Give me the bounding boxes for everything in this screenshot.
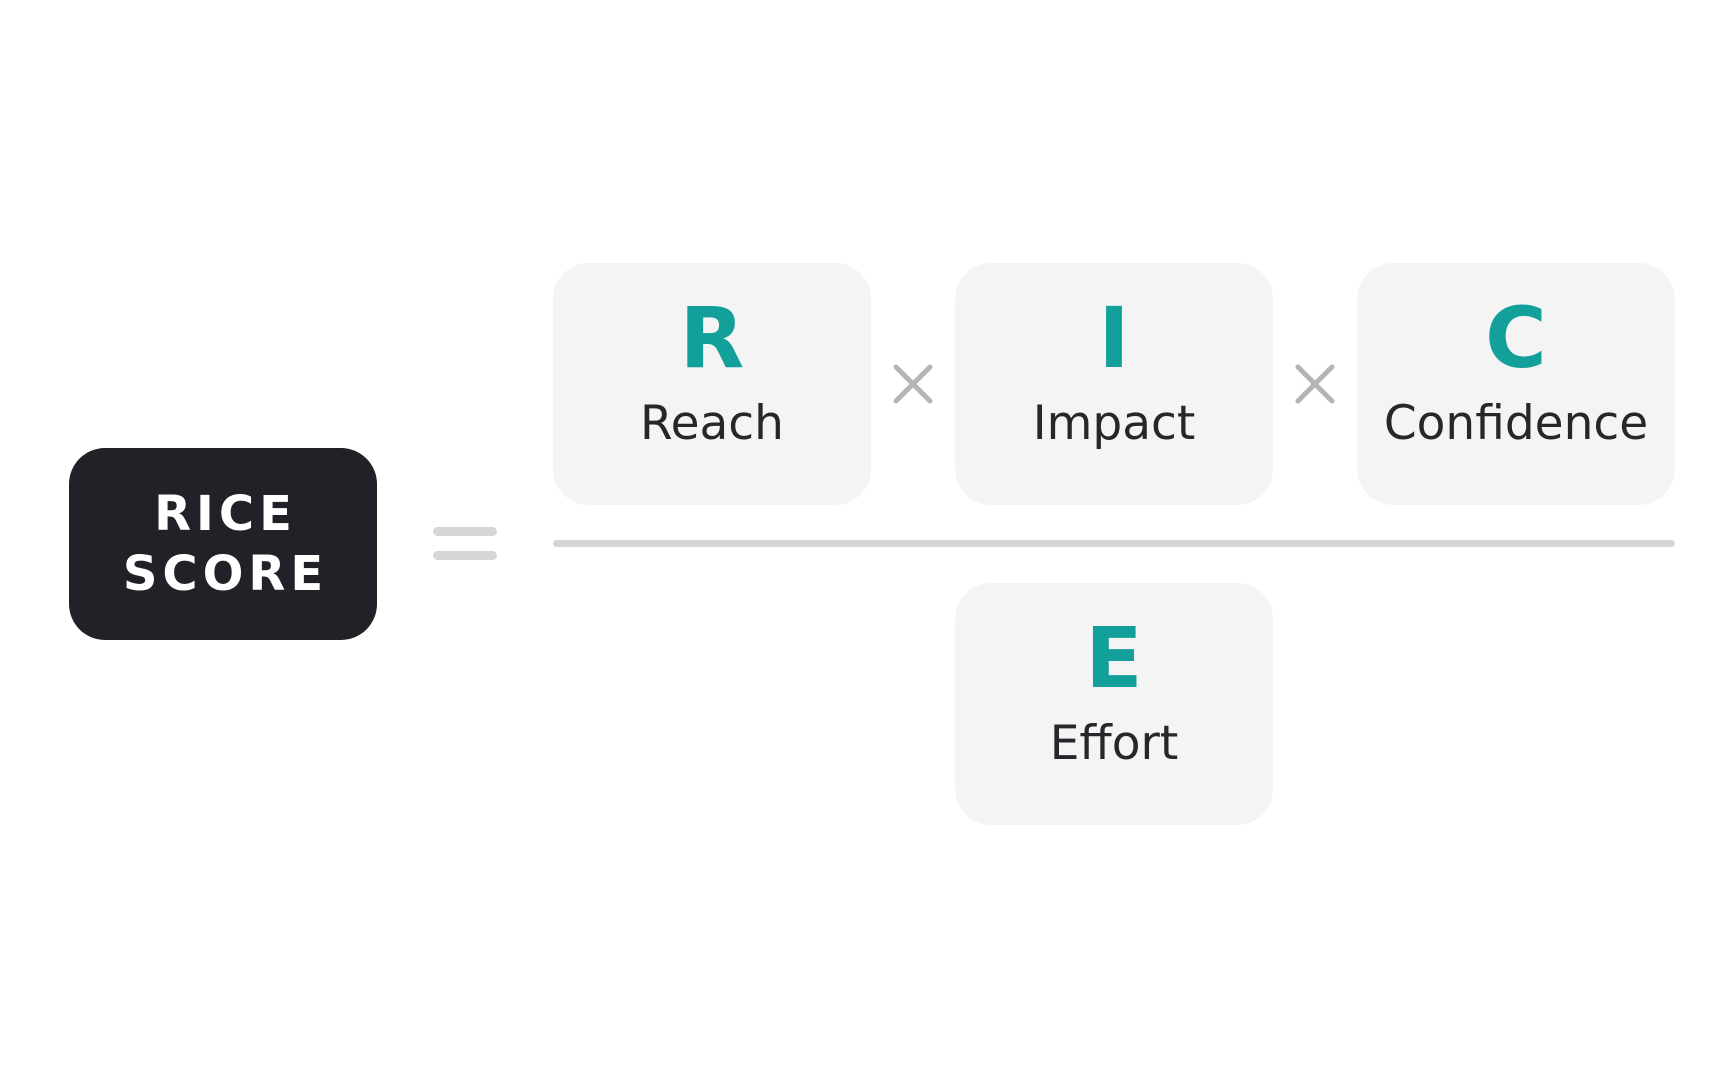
score-title-line-2: SCORE bbox=[122, 546, 329, 602]
rice-score-box: RICE SCORE bbox=[69, 448, 377, 640]
reach-card: R Reach bbox=[553, 263, 871, 505]
reach-label: Reach bbox=[640, 396, 784, 451]
impact-label: Impact bbox=[1032, 396, 1196, 451]
confidence-label: Confidence bbox=[1383, 396, 1649, 451]
times-icon bbox=[893, 364, 933, 404]
confidence-card: C Confidence bbox=[1357, 263, 1675, 505]
equals-bottom-bar bbox=[433, 551, 497, 560]
effort-letter: E bbox=[1085, 609, 1143, 707]
fraction-divider bbox=[553, 540, 1675, 547]
impact-letter: I bbox=[1098, 289, 1130, 387]
reach-letter: R bbox=[679, 289, 745, 387]
effort-label: Effort bbox=[1049, 716, 1179, 771]
equals-top-bar bbox=[433, 527, 497, 536]
times-icon bbox=[1295, 364, 1335, 404]
effort-card: E Effort bbox=[955, 583, 1273, 825]
score-title-line-1: RICE bbox=[154, 486, 297, 542]
impact-card: I Impact bbox=[955, 263, 1273, 505]
confidence-letter: C bbox=[1485, 289, 1547, 387]
